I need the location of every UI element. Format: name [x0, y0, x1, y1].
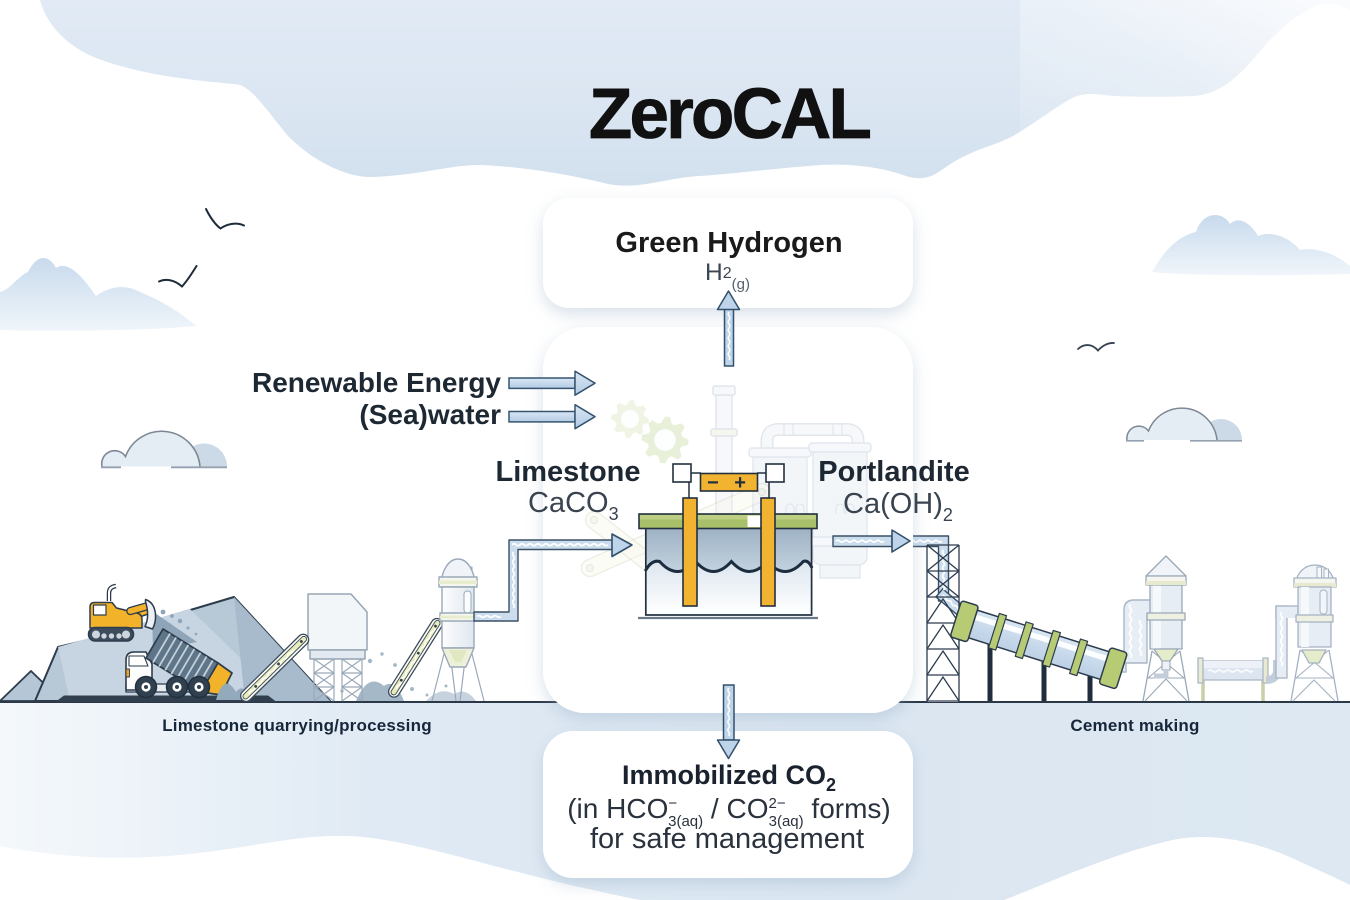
svg-text:for safe management: for safe management	[590, 823, 864, 855]
svg-text:Cement making: Cement making	[1070, 716, 1199, 735]
svg-text:Limestone: Limestone	[495, 456, 640, 488]
svg-text:Renewable Energy: Renewable Energy	[252, 367, 501, 398]
svg-text:Portlandite: Portlandite	[818, 456, 969, 488]
svg-text:Immobilized CO2: Immobilized CO2	[622, 760, 836, 795]
svg-text:Ca(OH)2: Ca(OH)2	[843, 488, 953, 525]
svg-text:ZeroCAL: ZeroCAL	[589, 75, 871, 154]
svg-text:Green Hydrogen: Green Hydrogen	[615, 227, 842, 259]
svg-text:(Sea)water: (Sea)water	[359, 399, 501, 430]
svg-text:Limestone quarrying/processing: Limestone quarrying/processing	[162, 716, 432, 735]
svg-text:(in HCO−3(aq) / CO2−3(aq) form: (in HCO−3(aq) / CO2−3(aq) forms)	[567, 793, 891, 830]
svg-text:CaCO3: CaCO3	[528, 487, 619, 524]
svg-text:− +: − +	[707, 472, 751, 494]
